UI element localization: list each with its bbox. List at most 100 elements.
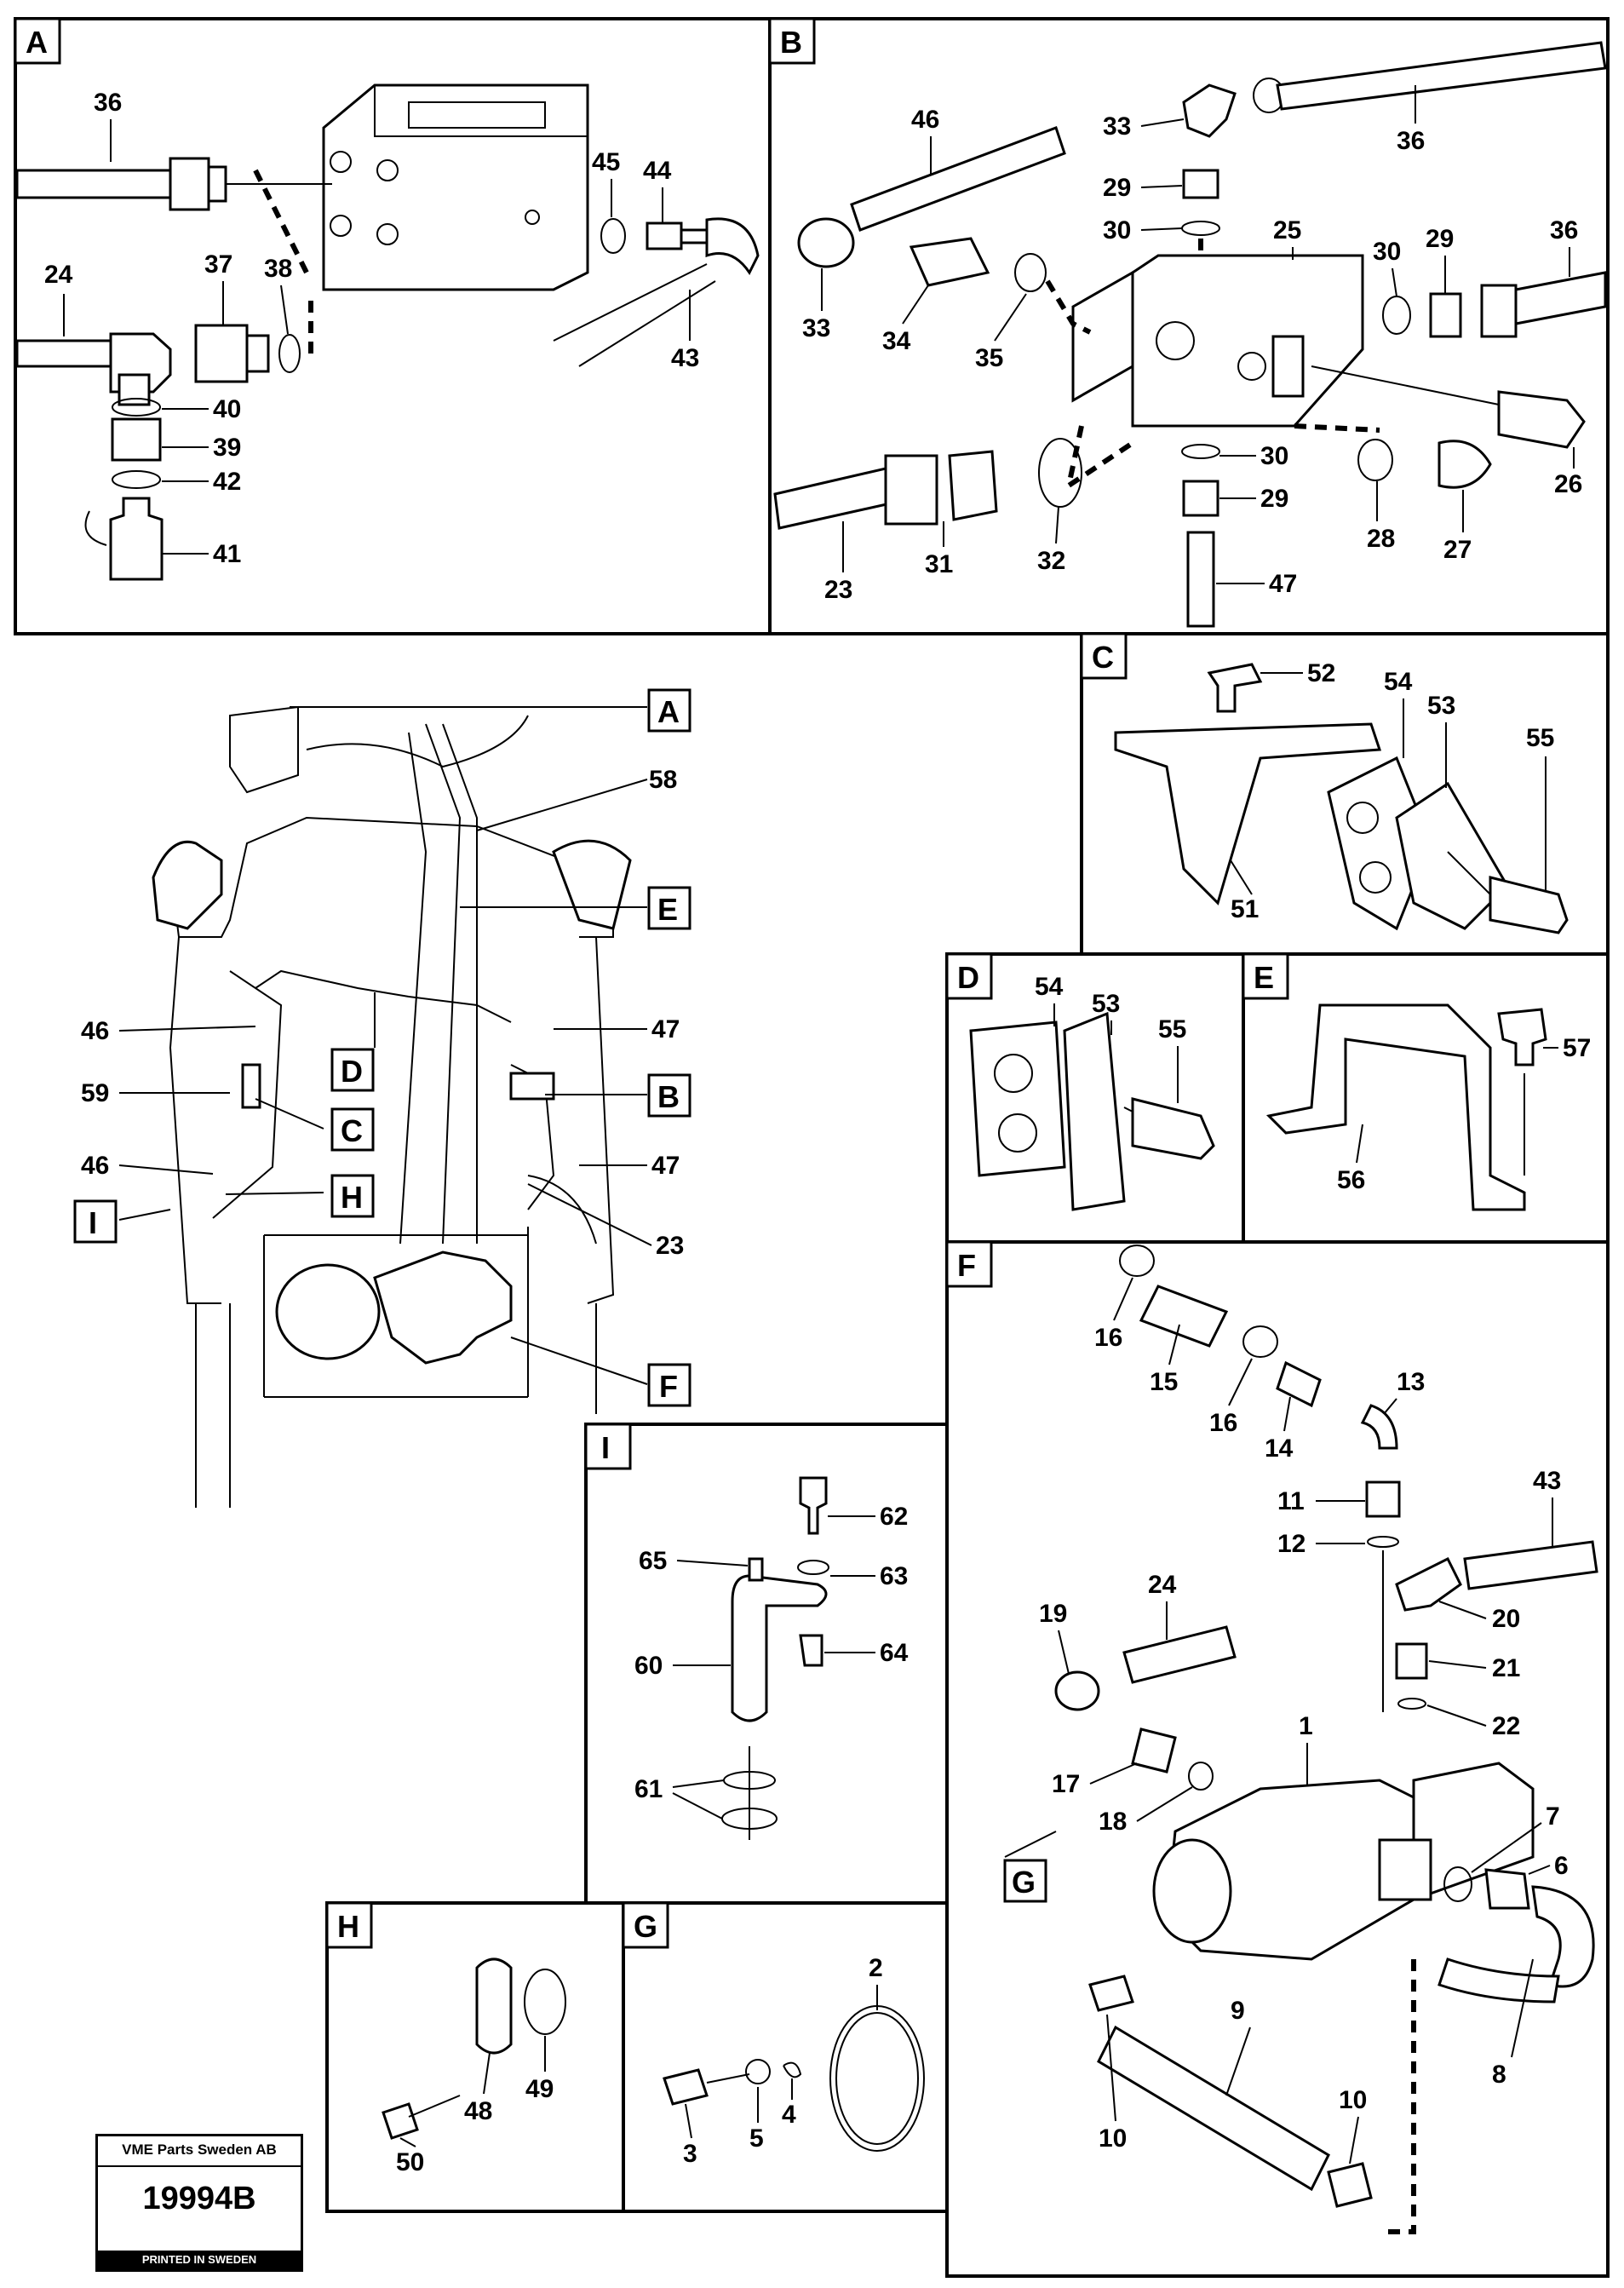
label-f-14: 14 xyxy=(1265,1434,1294,1463)
label-a-39: 39 xyxy=(213,434,241,462)
label-c-52: 52 xyxy=(1307,659,1335,687)
label-f-15: 15 xyxy=(1150,1368,1178,1396)
label-b-29-right: 29 xyxy=(1426,225,1454,253)
panel-c-letter: C xyxy=(1092,640,1114,675)
callout-f: F xyxy=(659,1369,678,1404)
panel-d-drawing xyxy=(969,1011,1215,1211)
label-f-17: 17 xyxy=(1052,1770,1080,1798)
label-g-4: 4 xyxy=(782,2101,796,2129)
label-f-21: 21 xyxy=(1492,1654,1520,1682)
panel-g-frame xyxy=(622,1901,949,2213)
label-o-46-bottom: 46 xyxy=(81,1152,109,1180)
panel-c-drawing xyxy=(1114,663,1569,934)
label-d-54: 54 xyxy=(1035,973,1064,1001)
label-o-47-top: 47 xyxy=(651,1015,680,1043)
label-i-65: 65 xyxy=(639,1547,667,1575)
label-c-55: 55 xyxy=(1526,724,1554,752)
label-b-23: 23 xyxy=(824,576,852,604)
label-f-16-mid: 16 xyxy=(1209,1409,1237,1437)
label-f-12: 12 xyxy=(1277,1530,1306,1558)
callout-a: A xyxy=(657,694,680,729)
panel-b-labels: 46 33 36 29 30 25 30 29 36 33 34 35 26 3… xyxy=(802,85,1582,604)
label-b-47: 47 xyxy=(1269,570,1297,598)
panel-g-labels: 2 3 5 4 xyxy=(683,1954,883,2168)
label-a-43: 43 xyxy=(671,344,699,372)
label-b-32: 32 xyxy=(1037,547,1065,575)
callout-g: G xyxy=(1012,1865,1036,1900)
label-b-26: 26 xyxy=(1554,470,1582,498)
panel-h-letter: H xyxy=(337,1909,359,1944)
label-i-63: 63 xyxy=(880,1562,908,1590)
panel-c-labels: 52 54 53 55 51 xyxy=(1230,659,1554,923)
label-f-11: 11 xyxy=(1277,1487,1305,1515)
label-h-49: 49 xyxy=(525,2075,554,2103)
panel-b-letter: B xyxy=(780,25,802,60)
label-f-20: 20 xyxy=(1492,1605,1520,1633)
stamp-divider xyxy=(98,2165,301,2167)
label-b-27: 27 xyxy=(1443,536,1472,564)
label-o-23: 23 xyxy=(656,1232,684,1260)
label-a-44: 44 xyxy=(643,157,672,185)
label-f-43: 43 xyxy=(1533,1467,1561,1495)
label-f-8: 8 xyxy=(1492,2061,1506,2089)
label-h-48: 48 xyxy=(464,2097,492,2125)
label-g-5: 5 xyxy=(749,2124,764,2153)
stamp-company: VME Parts Sweden AB xyxy=(122,2141,277,2158)
label-g-2: 2 xyxy=(869,1954,883,1982)
panel-a-drawing xyxy=(15,83,760,581)
label-b-36-right: 36 xyxy=(1550,216,1578,244)
label-f-24: 24 xyxy=(1148,1571,1177,1599)
label-b-33-top: 33 xyxy=(1103,112,1131,141)
panel-e-labels: 57 56 xyxy=(1337,1034,1591,1194)
panel-h-drawing xyxy=(382,1957,566,2140)
callout-d: D xyxy=(341,1054,363,1089)
label-a-37: 37 xyxy=(204,250,232,279)
label-c-54: 54 xyxy=(1384,668,1413,696)
panel-frames xyxy=(14,17,1610,2278)
label-b-35: 35 xyxy=(975,344,1003,372)
label-f-10-left: 10 xyxy=(1099,2124,1127,2153)
label-f-10-right: 10 xyxy=(1339,2086,1367,2114)
label-o-46-top: 46 xyxy=(81,1017,109,1045)
label-a-41: 41 xyxy=(213,540,241,568)
label-e-56: 56 xyxy=(1337,1166,1365,1194)
label-a-42: 42 xyxy=(213,468,241,496)
label-b-30-right: 30 xyxy=(1373,238,1401,266)
panel-i-labels: 62 65 63 60 64 61 xyxy=(634,1503,909,1819)
label-f-1: 1 xyxy=(1299,1712,1313,1740)
panel-d-labels: 54 53 55 xyxy=(1035,973,1186,1103)
panel-letter-boxes: A B C D E F I H G xyxy=(14,17,1289,1949)
label-c-51: 51 xyxy=(1231,895,1259,923)
callout-h: H xyxy=(341,1180,363,1215)
label-o-47-bottom: 47 xyxy=(651,1152,680,1180)
label-b-29-top: 29 xyxy=(1103,174,1131,202)
label-e-57: 57 xyxy=(1563,1034,1591,1062)
label-i-60: 60 xyxy=(634,1652,663,1680)
panel-f-letter: F xyxy=(957,1248,976,1283)
label-b-34: 34 xyxy=(882,327,911,355)
panel-e-frame xyxy=(1242,952,1610,1244)
label-i-64: 64 xyxy=(880,1639,909,1667)
label-f-19: 19 xyxy=(1039,1600,1067,1628)
label-f-13: 13 xyxy=(1397,1368,1425,1396)
label-b-29-bottom: 29 xyxy=(1260,485,1288,513)
overview-callouts: A E D C B H I F G xyxy=(73,688,1057,1903)
label-i-61: 61 xyxy=(634,1775,663,1803)
label-f-7: 7 xyxy=(1546,1802,1560,1831)
label-f-22: 22 xyxy=(1492,1712,1520,1740)
panel-i-letter: I xyxy=(601,1430,610,1465)
panel-g-drawing xyxy=(663,2005,925,2152)
label-c-53: 53 xyxy=(1427,692,1455,720)
panel-a-labels: 36 24 37 38 45 44 43 40 39 42 41 xyxy=(44,89,699,568)
panel-f-drawing xyxy=(1054,1245,1598,2234)
label-b-28: 28 xyxy=(1367,525,1395,553)
label-h-50: 50 xyxy=(396,2148,424,2176)
label-a-40: 40 xyxy=(213,395,241,423)
stamp-printed-in: PRINTED IN SWEDEN xyxy=(98,2251,301,2269)
callout-b: B xyxy=(657,1079,680,1114)
panel-b-drawing xyxy=(773,41,1607,628)
label-b-31: 31 xyxy=(925,550,953,578)
label-f-6: 6 xyxy=(1554,1852,1569,1880)
panel-d-letter: D xyxy=(957,960,979,995)
